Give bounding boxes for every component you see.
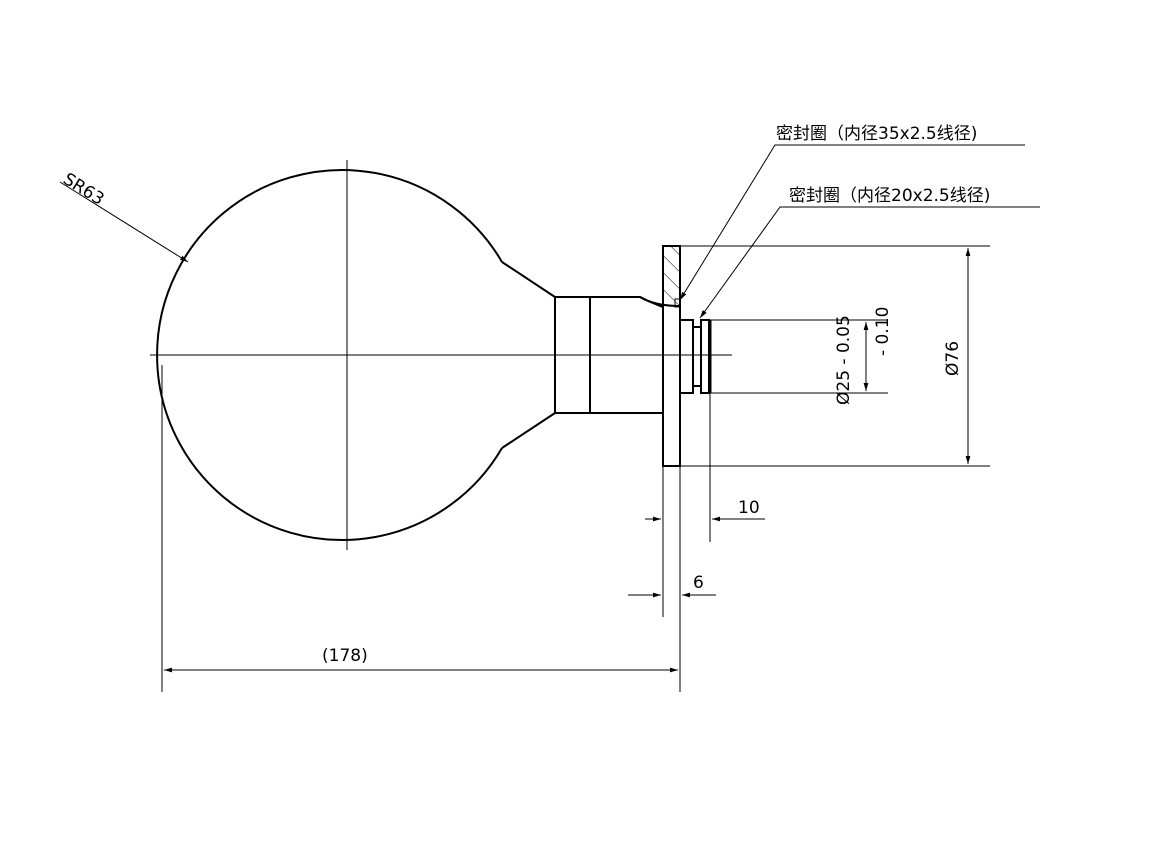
shaft-diameter-label: Ø25 - 0.05 (834, 315, 854, 405)
seal-large-label: 密封圈（内径35x2.5线径) (776, 124, 977, 144)
seal-ring-large (674, 298, 681, 308)
sphere-radius-leader (59, 181, 189, 263)
sphere-radius-label: SR63 (59, 169, 107, 209)
flange-thickness-label: 6 (693, 573, 704, 593)
spigot-length-label: 10 (738, 498, 760, 518)
spigot (680, 319, 710, 394)
shaft-tolerance-label: - 0.10 (873, 307, 893, 356)
overall-length-label: (178) (322, 646, 368, 666)
seal-large-leader (679, 144, 1025, 301)
flange (662, 245, 681, 467)
seal-small-label: 密封圈（内径20x2.5线径) (789, 186, 990, 206)
flange-diameter-label: Ø76 (943, 341, 963, 376)
flange-curve (639, 296, 681, 307)
seal-small-leader (699, 206, 1040, 319)
